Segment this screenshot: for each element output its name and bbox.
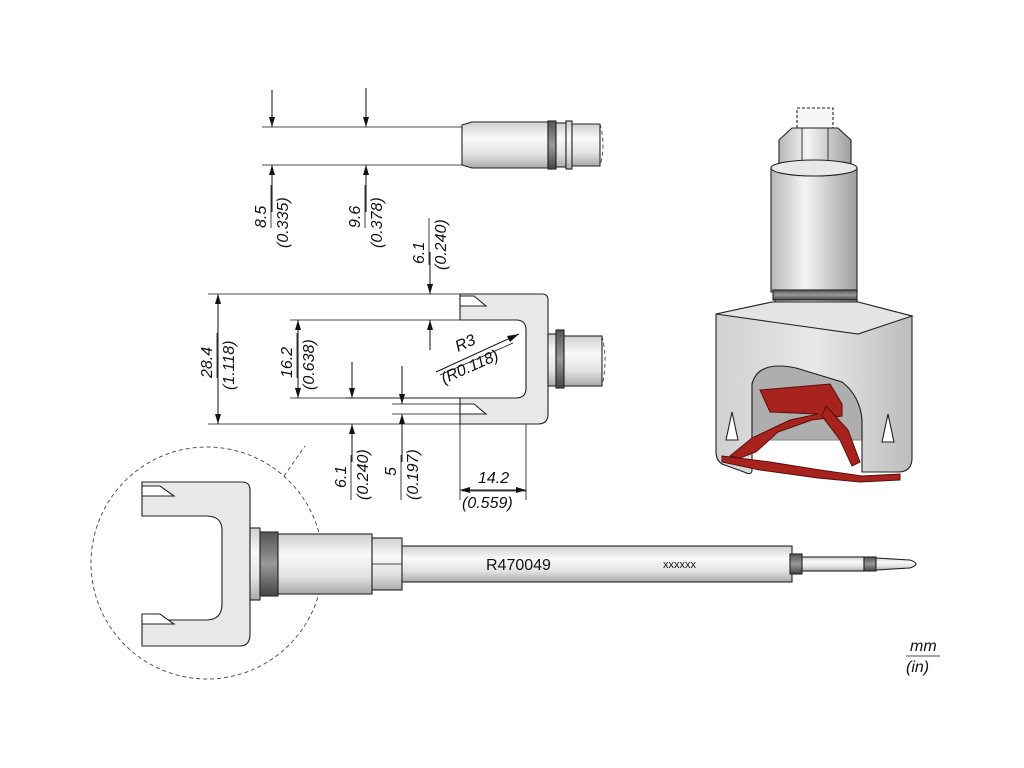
dim-5-mm: 5 [383, 467, 400, 476]
dim-28-4-in: (1.118) [221, 340, 238, 390]
top-view [262, 88, 604, 212]
dim-16-2-mm: 16.2 [279, 347, 296, 378]
dim-28-4-mm: 28.4 [199, 347, 216, 379]
dim-9-6: 9.6 (0.378) [347, 197, 386, 248]
dim-8-5-mm: 8.5 [253, 206, 270, 228]
dim-r3: R3 (R0.118) [439, 332, 502, 388]
dim-5: 5 (0.197) [383, 449, 422, 500]
dim-6-1-top-in: (0.240) [433, 219, 450, 270]
dim-14-2: 14.2 (0.559) [462, 470, 526, 512]
units-legend: mm (in) [906, 638, 940, 676]
fraction-lines [216, 185, 514, 500]
dim-6-1-bottom: 6.1 (0.240) [333, 449, 372, 500]
dim-8-5-in: (0.335) [275, 197, 292, 248]
marking-label: xxxxxx [663, 559, 697, 571]
tool-3d-render [715, 107, 914, 483]
dim-6-1-bottom-mm: 6.1 [333, 466, 350, 488]
dim-6-1-top: 6.1 (0.240) [411, 219, 450, 270]
dim-16-2: 16.2 (0.638) [279, 339, 318, 390]
dim-9-6-in: (0.378) [369, 197, 386, 248]
units-in: (in) [906, 659, 929, 676]
dim-9-6-mm: 9.6 [347, 206, 364, 228]
dim-5-in: (0.197) [405, 449, 422, 500]
dim-r3-in: (R0.118) [439, 347, 502, 387]
dim-8-5: 8.5 (0.335) [253, 197, 292, 248]
side-view-tool: R470049 xxxxxx [141, 481, 917, 647]
dim-r3-mm: R3 [453, 332, 479, 356]
dim-14-2-in: (0.559) [462, 495, 513, 512]
dim-16-2-in: (0.638) [301, 339, 318, 390]
units-mm: mm [910, 638, 937, 655]
part-number-label: R470049 [486, 557, 551, 574]
dim-28-4: 28.4 (1.118) [199, 340, 238, 390]
dim-14-2-mm: 14.2 [478, 470, 509, 487]
front-view [208, 252, 606, 500]
dim-6-1-top-mm: 6.1 [411, 242, 428, 264]
dim-6-1-bottom-in: (0.240) [355, 449, 372, 500]
